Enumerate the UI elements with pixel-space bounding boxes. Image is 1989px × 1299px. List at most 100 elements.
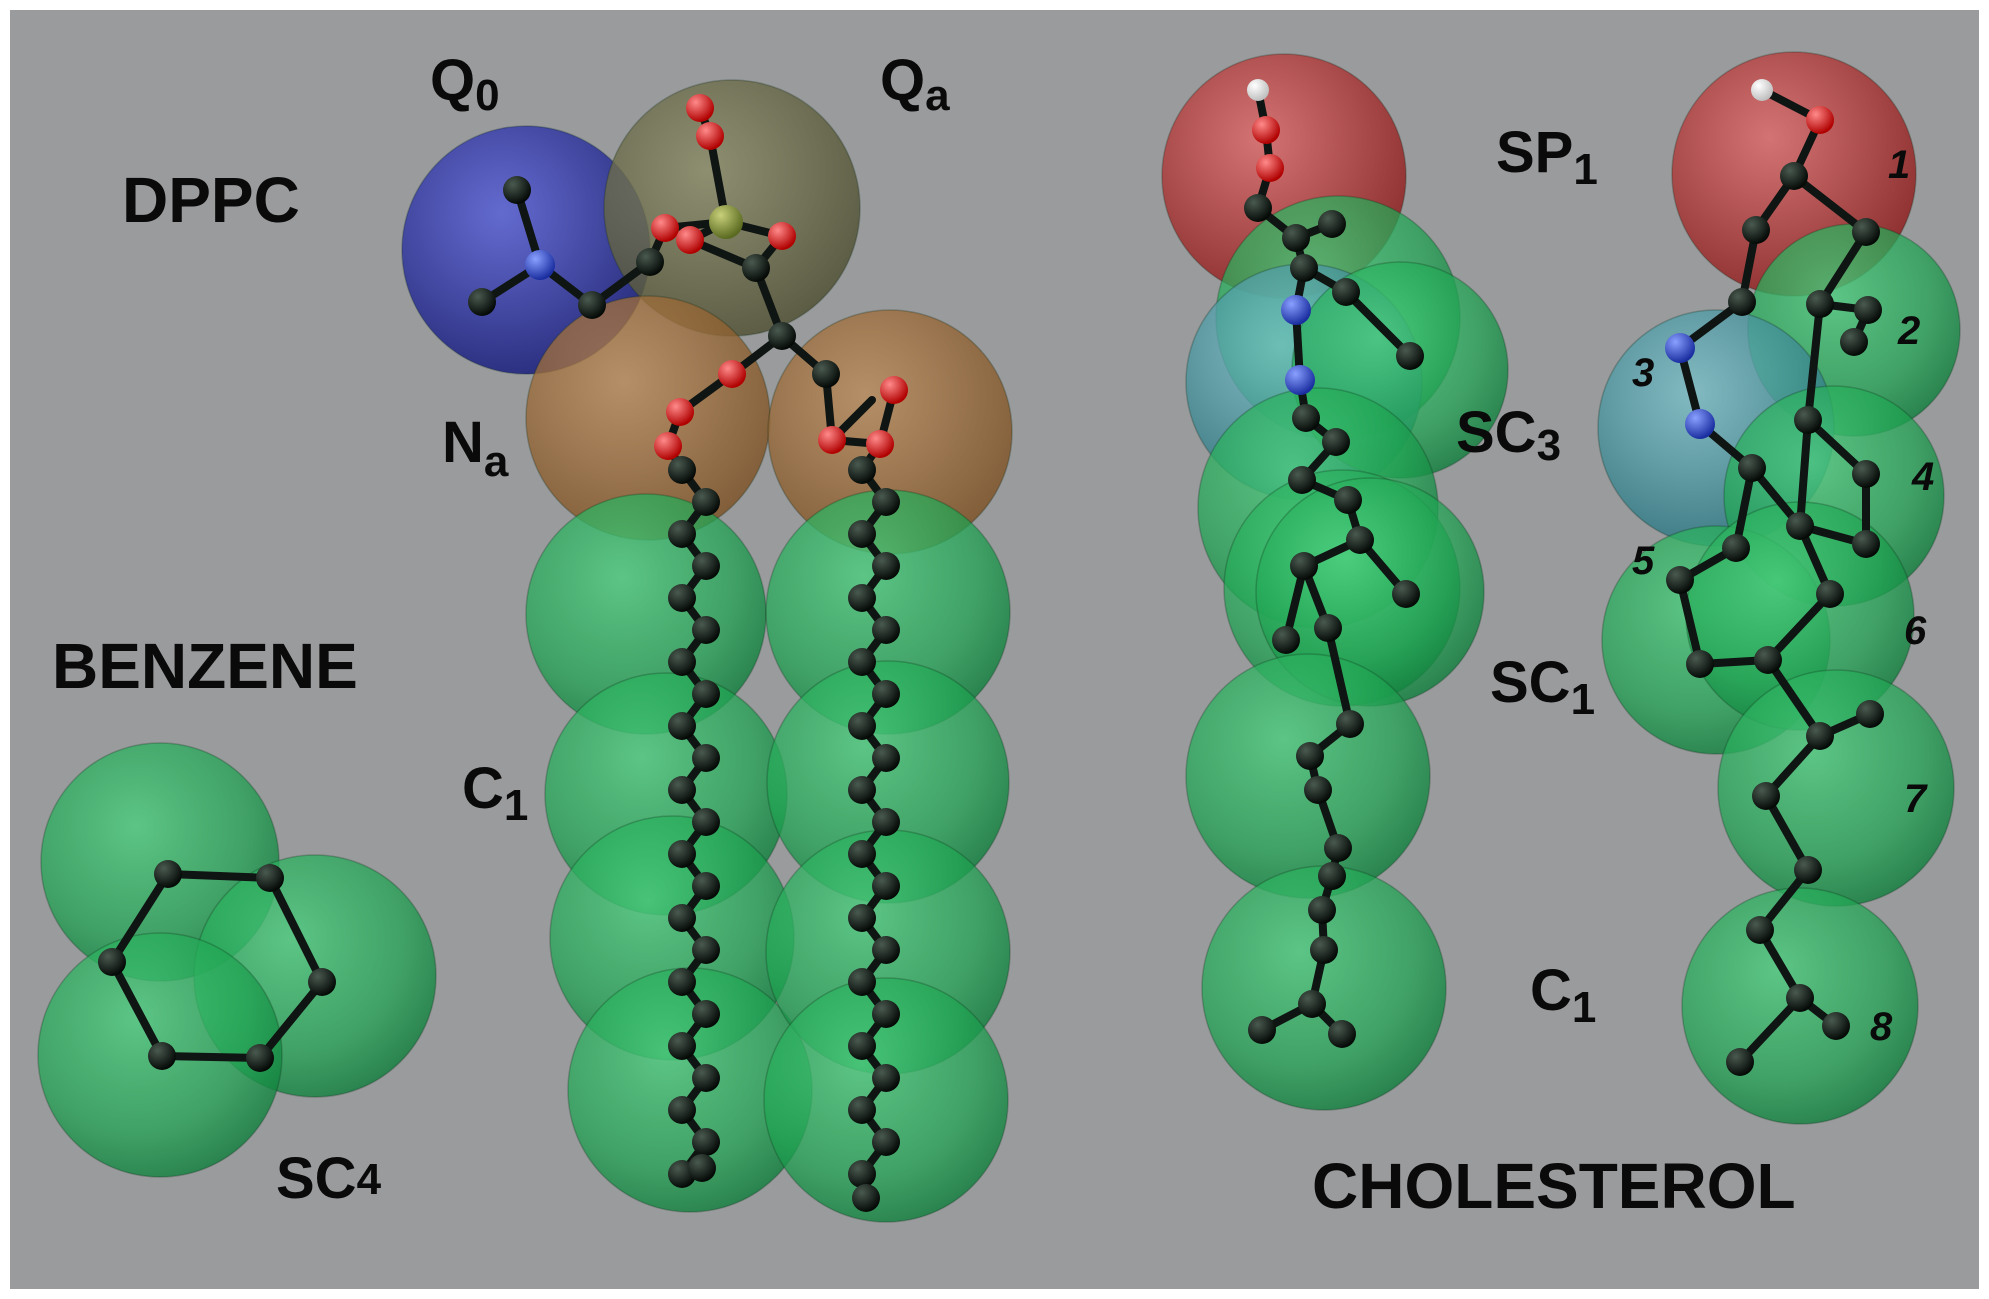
nitrogen-atom <box>1665 333 1695 363</box>
carbon-atom <box>848 584 876 612</box>
oxygen-atom <box>666 398 694 426</box>
carbon-atom <box>812 360 840 388</box>
carbon-atom <box>848 648 876 676</box>
oxygen-atom <box>880 376 908 404</box>
nitrogen-atom <box>525 250 555 280</box>
label-sp1: SP1 <box>1496 120 1598 194</box>
atomistic-atoms <box>98 79 1884 1212</box>
carbon-atom <box>1856 700 1884 728</box>
carbon-atom <box>852 1184 880 1212</box>
carbon-atom <box>872 744 900 772</box>
carbon-atom <box>668 648 696 676</box>
bond <box>266 874 326 986</box>
bond <box>158 1052 264 1062</box>
bond <box>1764 656 1824 740</box>
carbon-atom <box>1822 1012 1850 1040</box>
bond <box>1324 624 1354 728</box>
carbon-atom <box>578 291 606 319</box>
bead-type-labels: DPPC Q0 Qa Na C1 BENZENE SC4 SP1 SC3 SC1… <box>52 48 1796 1222</box>
carbon-atom <box>1248 1016 1276 1044</box>
carbon-atom <box>1722 534 1750 562</box>
label-cholesterol: CHOLESTEROL <box>1312 1150 1796 1222</box>
nitrogen-atom <box>1281 295 1311 325</box>
nitrogen-atom <box>1285 365 1315 395</box>
carbon-atom <box>872 936 900 964</box>
carbon-atom <box>1290 254 1318 282</box>
hydrogen-atom <box>1247 79 1269 101</box>
carbon-atom <box>1288 466 1316 494</box>
carbon-atom <box>692 680 720 708</box>
carbon-atom <box>1728 288 1756 316</box>
bond <box>1342 288 1414 360</box>
carbon-atom <box>768 322 796 350</box>
carbon-atom <box>872 1128 900 1156</box>
carbon-atom <box>872 1064 900 1092</box>
carbon-atom <box>1852 218 1880 246</box>
bead-number-4: 4 <box>1911 455 1934 499</box>
bond <box>108 870 172 966</box>
carbon-atom <box>1298 990 1326 1018</box>
bead-number-8: 8 <box>1870 1005 1893 1049</box>
carbon-atom <box>1318 210 1346 238</box>
carbon-atom <box>1806 290 1834 318</box>
carbon-atom <box>1328 1020 1356 1048</box>
carbon-atom <box>256 864 284 892</box>
carbon-atom <box>308 968 336 996</box>
carbon-atom <box>1310 936 1338 964</box>
carbon-atom <box>1314 614 1342 642</box>
carbon-atom <box>668 1096 696 1124</box>
carbon-atom <box>636 248 664 276</box>
oxygen-atom <box>768 222 796 250</box>
carbon-atom <box>1794 406 1822 434</box>
bead-number-7: 7 <box>1904 777 1928 821</box>
carbon-atom <box>1324 834 1352 862</box>
carbon-atom <box>468 288 496 316</box>
nitrogen-atom <box>1685 409 1715 439</box>
carbon-atom <box>848 712 876 740</box>
carbon-atom <box>1282 224 1310 252</box>
oxygen-atom <box>654 432 682 460</box>
bond <box>1796 416 1812 530</box>
oxygen-atom <box>1256 154 1284 182</box>
bead-number-5: 5 <box>1632 539 1655 583</box>
carbon-atom <box>872 488 900 516</box>
carbon-atom <box>1852 460 1880 488</box>
carbon-atom <box>848 520 876 548</box>
bond <box>256 978 326 1062</box>
carbon-atom <box>872 552 900 580</box>
bond <box>1736 994 1804 1066</box>
carbon-atom <box>1396 342 1424 370</box>
carbon-atom <box>872 808 900 836</box>
carbon-atom <box>692 488 720 516</box>
carbon-atom <box>1296 742 1324 770</box>
carbon-atom <box>872 680 900 708</box>
carbon-atom <box>848 840 876 868</box>
carbon-atom <box>154 860 182 888</box>
carbon-atom <box>668 904 696 932</box>
carbon-atom <box>848 1096 876 1124</box>
carbon-atom <box>1746 916 1774 944</box>
carbon-atom <box>848 904 876 932</box>
carbon-atom <box>668 520 696 548</box>
carbon-atom <box>503 176 531 204</box>
carbon-atom <box>1318 862 1346 890</box>
carbon-atom <box>1754 646 1782 674</box>
carbon-atom <box>668 712 696 740</box>
carbon-atom <box>668 776 696 804</box>
label-sc4: SC4 <box>276 1146 382 1211</box>
carbon-atom <box>1738 454 1766 482</box>
oxygen-atom <box>686 94 714 122</box>
carbon-atom <box>1852 530 1880 558</box>
carbon-atom <box>1686 650 1714 678</box>
carbon-atom <box>1292 404 1320 432</box>
carbon-atom <box>1392 580 1420 608</box>
carbon-atom <box>848 1032 876 1060</box>
carbon-atom <box>1816 580 1844 608</box>
carbon-atom <box>692 616 720 644</box>
bond <box>108 958 166 1060</box>
carbon-atom <box>692 1128 720 1156</box>
carbon-atom <box>1336 710 1364 738</box>
carbon-atom <box>1794 856 1822 884</box>
carbon-atom <box>872 1000 900 1028</box>
